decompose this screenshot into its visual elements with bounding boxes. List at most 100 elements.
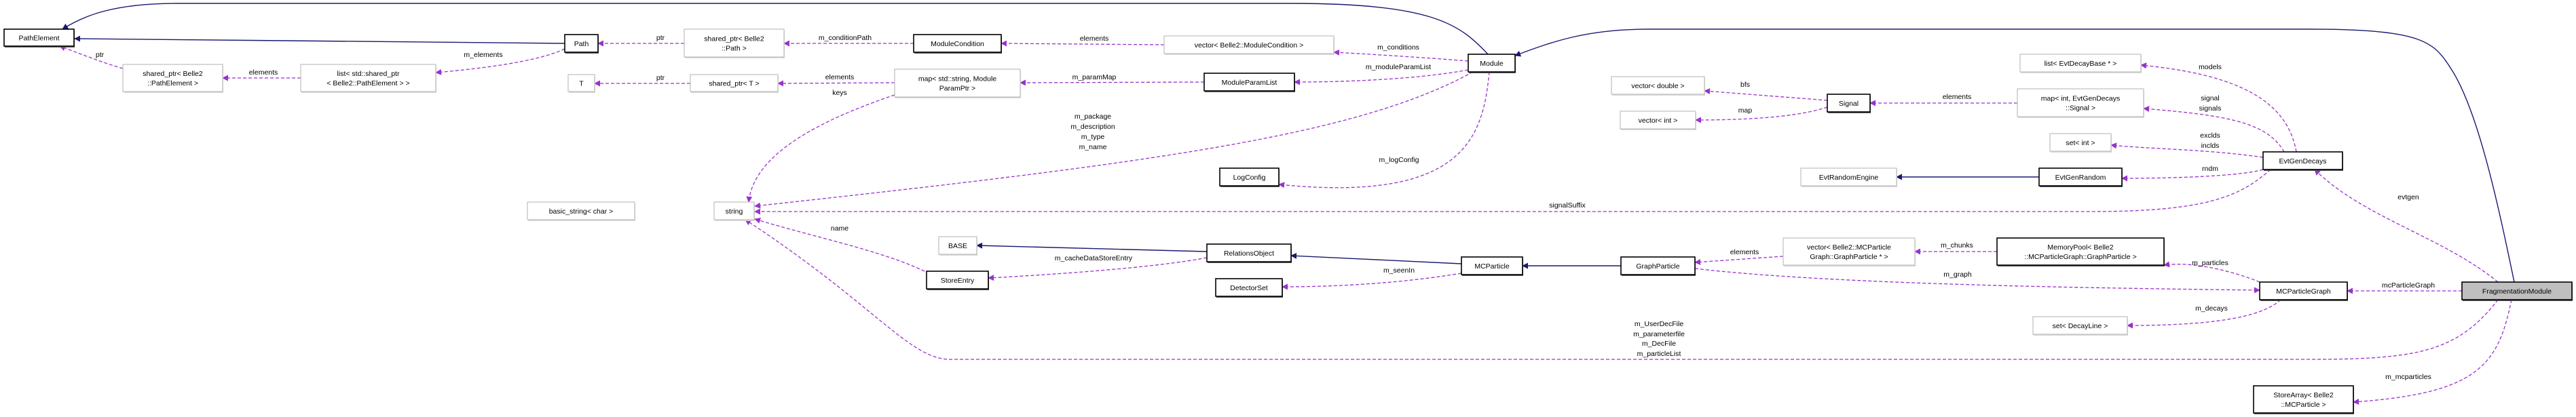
class-node-label: vector< int > [1639, 117, 1678, 125]
class-node-logconfig[interactable]: LogConfig [1219, 167, 1280, 187]
class-node-module[interactable]: Module [1468, 54, 1516, 73]
edge-label: m_decays [2195, 304, 2228, 313]
edge-relationsobject-to-storeentry [988, 257, 1208, 281]
class-node-label: EvtGenRandom [2055, 174, 2106, 182]
class-node-moduleparamlist[interactable]: ModuleParamList [1203, 73, 1295, 92]
class-node-label: LogConfig [1233, 174, 1266, 182]
class-node-label: Module [1480, 60, 1504, 68]
edge-mapparam-to-string [746, 94, 895, 203]
class-node-vecmc: vector< Belle2::ModuleCondition > [1163, 35, 1334, 55]
edge-label: m_DecFile [1642, 340, 1676, 348]
edge-relationsobject-to-base [976, 242, 1208, 252]
edge-fragmentationmodule-to-storearray [2353, 299, 2512, 405]
edge-label: elements [1080, 35, 1109, 43]
class-node-label: MCParticleGraph [2276, 287, 2331, 296]
class-node-graphparticle[interactable]: GraphParticle [1620, 256, 1696, 276]
class-node-evtgendecays[interactable]: EvtGenDecays [2262, 151, 2343, 171]
class-node-setdecay: set< DecayLine > [2032, 316, 2128, 336]
edge-sppe-to-pathelement [59, 45, 124, 69]
class-node-memorypool[interactable]: MemoryPool< Belle2::MCParticleGraph::Gra… [1996, 237, 2165, 266]
class-node-evtrandomengine: EvtRandomEngine [1800, 167, 1897, 187]
edge-label: keys [832, 89, 847, 97]
class-node-label: PathElement [18, 35, 59, 43]
edge-label: elements [1730, 248, 1759, 256]
class-node-label: set< int > [2066, 139, 2095, 147]
edge-label: m_moduleParamList [1366, 63, 1431, 71]
class-node-modulecondition[interactable]: ModuleCondition [913, 34, 1002, 54]
edge-graphparticle-to-mcparticlegraph [1694, 268, 2260, 294]
class-node-label: ::MCParticle > [2281, 401, 2326, 409]
class-node-string: string [713, 201, 755, 221]
edge-label: m_particleList [1637, 350, 1681, 358]
class-node-sppath: shared_ptr< Belle2::Path > [684, 28, 785, 58]
edge-label: signalSuffix [1549, 201, 1586, 210]
edge-label: m_name [1079, 143, 1107, 151]
edge-label: m_logConfig [1379, 156, 1419, 164]
class-node-label: vector< double > [1631, 82, 1684, 90]
class-node-label: GraphParticle [1636, 262, 1679, 271]
edge-label: m_parameterfile [1633, 330, 1685, 338]
edge-label: exclds [2200, 132, 2220, 140]
class-node-vecgp: vector< Belle2::MCParticleGraph::GraphPa… [1782, 237, 1916, 266]
edge-moduleparamlist-to-mapparam [1020, 79, 1205, 86]
class-node-label: shared_ptr< Belle2 [704, 35, 764, 43]
class-node-storearray[interactable]: StoreArray< Belle2::MCParticle > [2253, 385, 2354, 414]
edge-label: m_paramMap [1072, 73, 1117, 81]
class-node-label: T [579, 80, 584, 88]
class-node-t: T [567, 74, 595, 93]
class-node-detectorset[interactable]: DetectorSet [1215, 278, 1283, 298]
class-node-mcparticlegraph[interactable]: MCParticleGraph [2259, 281, 2348, 301]
class-node-label: list< EvtDecayBase * > [2045, 60, 2117, 68]
class-node-label: RelationsObject [1224, 250, 1274, 258]
edge-label: name [831, 224, 848, 233]
edge-label: m_type [1081, 133, 1105, 141]
class-node-path[interactable]: Path [564, 34, 599, 54]
edge-path-to-listsppe [435, 48, 565, 75]
class-node-label: string [726, 207, 743, 216]
class-node-base: BASE [938, 236, 977, 256]
class-node-label: ::Path > [722, 45, 746, 53]
class-node-label: list< std::shared_ptr [337, 70, 400, 78]
class-node-label: DetectorSet [1230, 284, 1268, 292]
edge-evtgendecays-to-listevt [2140, 62, 2297, 153]
class-node-storeentry[interactable]: StoreEntry [926, 271, 989, 290]
edge-mcparticlegraph-to-setdecay [2127, 299, 2281, 329]
class-node-label: StoreEntry [941, 277, 975, 285]
edge-module-to-vecmc [1333, 49, 1469, 62]
class-node-evtgenrandom[interactable]: EvtGenRandom [2038, 167, 2123, 187]
class-node-label: basic_string< char > [549, 207, 614, 216]
edge-label: mcParticleGraph [2382, 281, 2435, 290]
class-node-label: < Belle2::PathElement > > [326, 79, 409, 87]
class-node-pathelement[interactable]: PathElement [3, 28, 75, 47]
class-node-label: vector< Belle2::ModuleCondition > [1195, 41, 1304, 49]
edge-label: signals [2199, 104, 2222, 113]
edge-label: m_particles [2192, 259, 2228, 267]
class-node-signal[interactable]: Signal [1827, 94, 1871, 113]
edge-label: rndm [2202, 165, 2218, 173]
edge-label: m_description [1070, 123, 1115, 131]
edge-label: models [2199, 63, 2222, 71]
edges-layer: m_elementselementsptrptrptrm_conditionPa… [59, 3, 2515, 405]
edge-path-to-pathelement [74, 35, 565, 44]
edge-module-to-string [754, 71, 1474, 209]
edge-label: elements [1943, 93, 1972, 101]
edge-evtgendecays-to-setint [2110, 142, 2264, 158]
class-node-label: MCParticle [1474, 262, 1510, 271]
class-node-fragmentationmodule[interactable]: FragmentationModule [2461, 281, 2573, 301]
class-node-label: EvtRandomEngine [1819, 174, 1879, 182]
class-node-label: MemoryPool< Belle2 [2047, 243, 2113, 252]
edge-mcparticlegraph-to-memorypool [2163, 261, 2260, 283]
edge-label: inclds [2201, 142, 2220, 150]
edge-evtgendecays-to-evtgenrandom [2121, 169, 2264, 182]
class-node-label: ModuleParamList [1222, 79, 1277, 87]
class-node-relationsobject[interactable]: RelationsObject [1206, 243, 1292, 263]
edge-label: m_UserDecFile [1635, 320, 1684, 328]
class-node-mcparticle[interactable]: MCParticle [1461, 256, 1523, 276]
edge-label: signal [2201, 94, 2219, 102]
class-node-label: BASE [948, 242, 967, 250]
edge-label: m_cacheDataStoreEntry [1055, 254, 1133, 262]
class-node-label: ModuleCondition [931, 40, 984, 48]
class-node-label: Graph::GraphParticle * > [1810, 253, 1888, 261]
